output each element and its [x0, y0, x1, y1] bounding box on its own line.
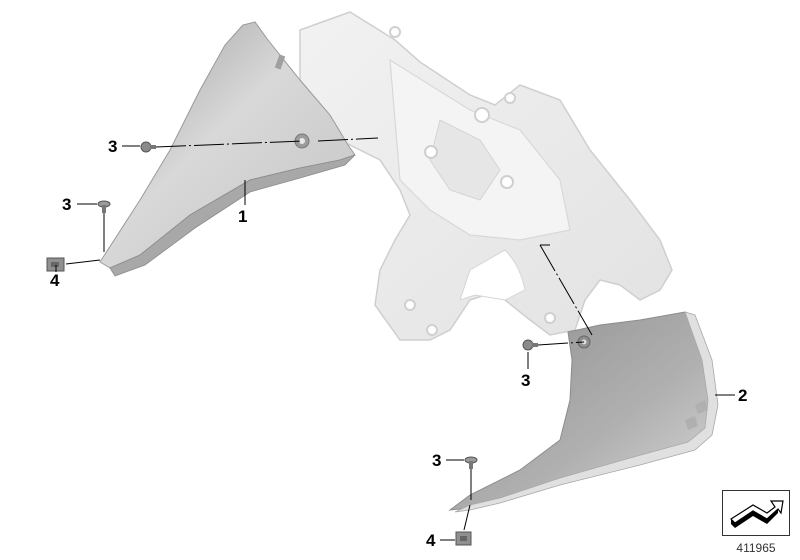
frame-bracket — [299, 11, 673, 341]
callout-3-left: 3 — [62, 195, 72, 214]
screw-left-vertical — [97, 200, 111, 213]
screw-lower-vertical — [464, 456, 478, 469]
callout-4-left: 4 — [50, 271, 60, 290]
screw-upper-left — [140, 141, 156, 153]
arrow-orientation-icon — [730, 500, 784, 528]
assembly-lines — [55, 137, 735, 541]
callout-3-lower: 3 — [432, 451, 442, 470]
reference-number: 411965 — [736, 541, 776, 555]
reference-box — [722, 490, 790, 536]
screw-lower-mid — [522, 339, 538, 351]
callout-4-lower: 4 — [426, 531, 436, 550]
callout-3-mid: 3 — [521, 371, 531, 390]
upper-side-panel — [99, 21, 356, 277]
callout-1: 1 — [238, 207, 248, 226]
callout-3-upper-left: 3 — [108, 137, 118, 156]
callout-2: 2 — [738, 386, 748, 405]
clip-nut-lower — [455, 531, 472, 546]
